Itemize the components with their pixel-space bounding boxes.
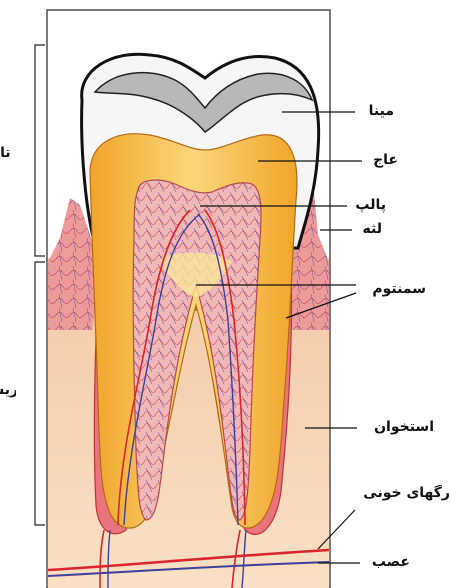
crown-side-label: تاج xyxy=(0,145,16,161)
bone-label: استخوان xyxy=(374,419,434,435)
gum-label: لثه xyxy=(363,221,382,237)
crown-bracket xyxy=(35,45,45,256)
enamel-label: مینا xyxy=(369,103,394,119)
root-side-label: ریشه xyxy=(0,382,16,398)
pulp-label: پالپ xyxy=(355,197,386,213)
dentin-label: عاج xyxy=(373,152,398,168)
root-bracket xyxy=(35,262,45,525)
nerve-label: عصب xyxy=(372,554,410,570)
cementum-label: سمنتوم xyxy=(372,281,426,297)
blood-vessels-label: رگهای خونی xyxy=(357,485,450,501)
